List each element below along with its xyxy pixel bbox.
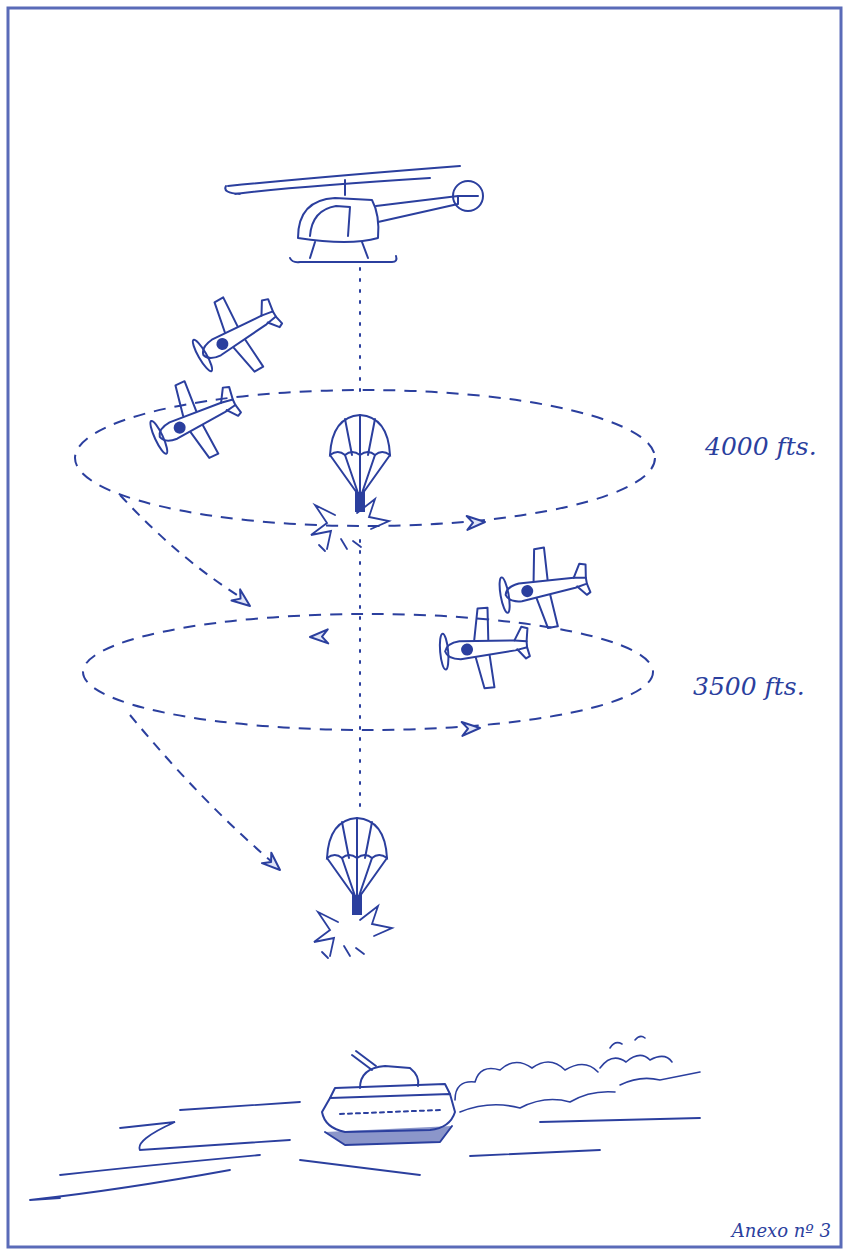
arrowhead (232, 589, 255, 611)
plane (179, 278, 296, 392)
arrowhead (467, 515, 486, 530)
arrowhead (262, 853, 285, 875)
arrowhead (462, 721, 481, 736)
flare-burst (311, 499, 389, 551)
plane (138, 365, 252, 475)
ground (30, 1102, 700, 1200)
frame (8, 8, 841, 1247)
arrowhead (310, 629, 328, 644)
plane (494, 541, 596, 635)
drop-line (359, 268, 361, 815)
altitude-label: 4000 fts. (705, 432, 817, 461)
flare-burst (314, 906, 392, 958)
plane (437, 604, 533, 691)
dust-cloud (455, 1036, 700, 1112)
parachute-flare (330, 415, 390, 511)
altitude-label: 3500 fts. (693, 672, 805, 701)
orbit-4000 (75, 390, 655, 526)
descent-path (120, 495, 272, 862)
helicopter (225, 166, 483, 262)
annex-number: Anexo nº 3 (732, 1220, 831, 1241)
tank (322, 1051, 455, 1145)
orbit-3500 (83, 614, 653, 730)
parachute-flare (327, 818, 387, 914)
